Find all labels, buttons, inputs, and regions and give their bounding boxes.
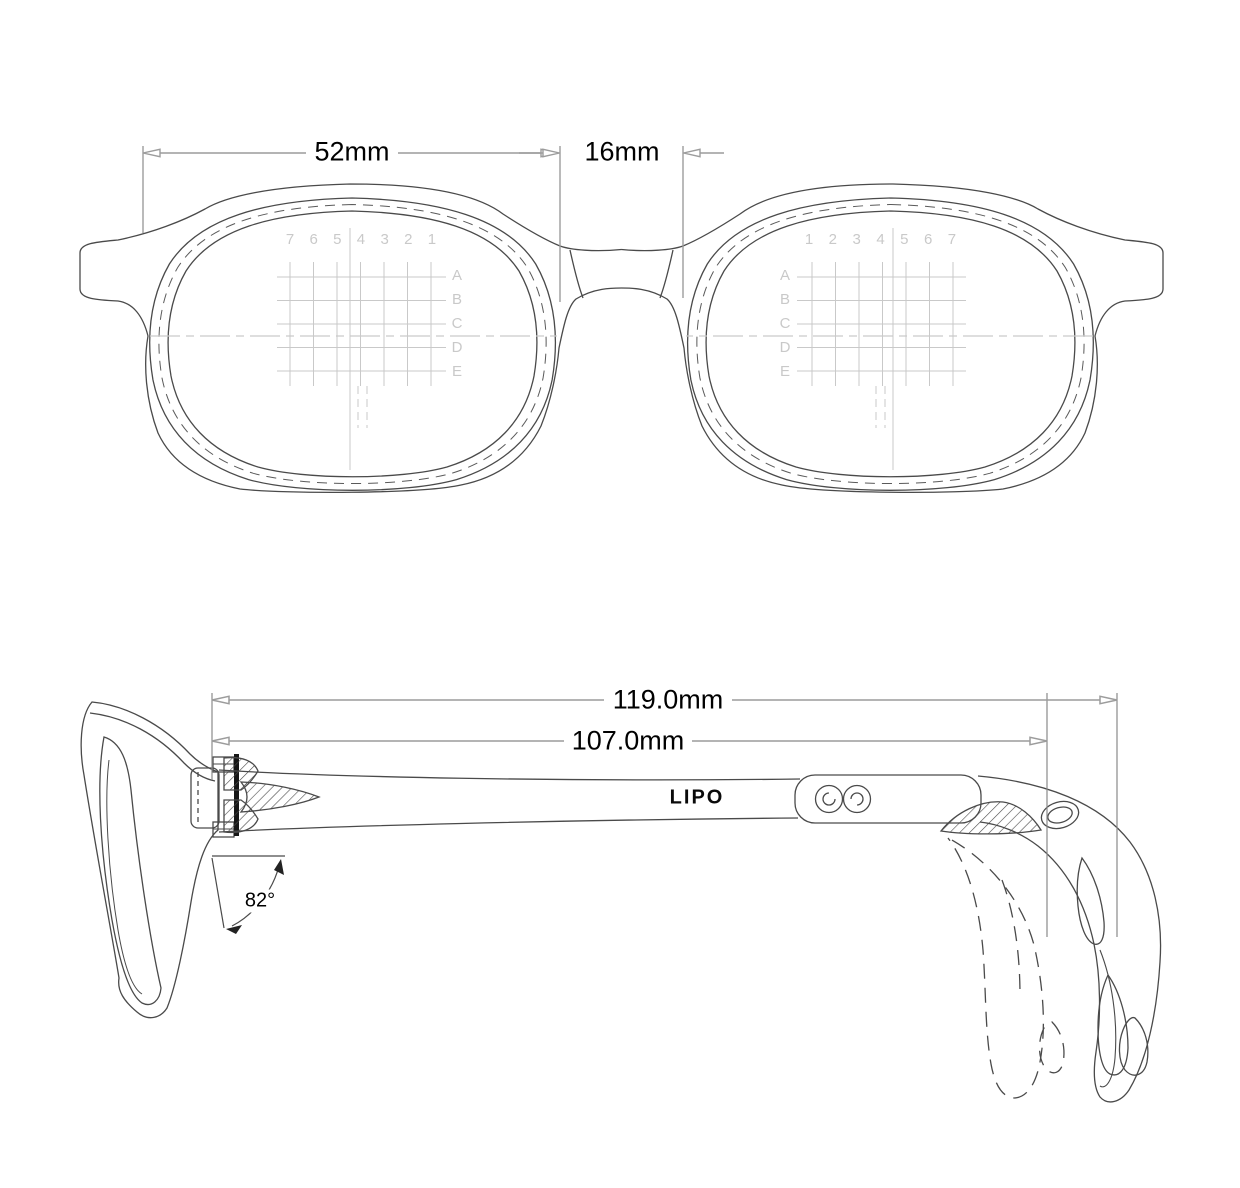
grid-column-label: 3 [852, 231, 861, 248]
grid-row-label: D [779, 339, 791, 356]
ear-hook-slot-upper [1076, 856, 1105, 945]
grid-column-label: 7 [947, 231, 957, 248]
grid-column-label: 5 [333, 231, 342, 248]
grid-row-label: B [451, 291, 462, 308]
side-frame-outer-outline [80, 701, 219, 1019]
ear-hook [947, 775, 1162, 1103]
arrowhead [683, 148, 701, 158]
grid-column-label: 5 [900, 231, 909, 248]
front-dimensions [142, 146, 724, 302]
hinge-pin-bar [234, 754, 239, 836]
temple-bottom-edge [218, 817, 799, 833]
arrowhead [1029, 736, 1048, 746]
ear-hook-teardrop-hole [1118, 1016, 1149, 1076]
ear-hook-slot-lower [1097, 973, 1129, 1076]
grid-row-label: C [779, 315, 791, 332]
brand-logo-text: LIPO [669, 786, 725, 809]
arrowhead [1099, 695, 1118, 705]
bridge-side-wall-line [569, 249, 584, 299]
arrowhead [142, 148, 161, 158]
lens-rim-inner-contour [150, 198, 556, 490]
side-view [80, 701, 1162, 1103]
temple-plate [794, 774, 982, 824]
grid-row-label: C [451, 315, 463, 332]
arrowhead [211, 695, 230, 705]
grid-column-label: 4 [876, 231, 885, 248]
temple-oval-hole [1040, 800, 1080, 830]
grid-row-label: B [779, 291, 790, 308]
front-view [79, 183, 1164, 494]
lens-aperture-line [167, 210, 538, 478]
grid-column-label: 2 [828, 231, 837, 248]
grid-row-label: A [779, 267, 790, 284]
lens-grid-lines [277, 228, 446, 470]
temple-top-edge [218, 769, 801, 781]
temple-hatched-wedge [939, 801, 1043, 835]
dimension-label-pantoscopic-angle: 82° [242, 889, 278, 913]
ear-hook-hidden-lobe [947, 837, 1065, 1099]
lens-groove-dashed-line [159, 205, 546, 484]
grid-column-label: 1 [427, 231, 437, 248]
dimension-label-temple-total: 119.0mm [608, 684, 728, 716]
ear-hook-outline [977, 775, 1162, 1103]
infinity-cutout [814, 784, 872, 814]
frame-outer-silhouette [79, 183, 622, 493]
side-lens-edge-inner [106, 759, 143, 995]
grid-row-label: A [451, 267, 462, 284]
arrowhead [542, 148, 560, 158]
angle-arrowhead-top [274, 859, 284, 875]
side-lens-edge [99, 736, 162, 1006]
side-frame-profile [80, 701, 219, 1019]
dimension-label-temple-straight: 107.0mm [567, 725, 689, 757]
ear-hook-inner-line [1099, 949, 1117, 1088]
grid-column-label: 6 [309, 231, 318, 248]
grid-column-label: 7 [285, 231, 295, 248]
grid-row-label: E [779, 363, 790, 380]
dimension-label-bridge: 16mm [580, 136, 664, 168]
grid-row-label: E [451, 363, 462, 380]
side-frame-cap-line [89, 712, 216, 782]
arrowhead [211, 736, 230, 746]
dimension-label-lens-width: 52mm [310, 136, 394, 168]
temple-arm [218, 769, 1080, 835]
grid-column-label: 3 [380, 231, 389, 248]
grid-column-label: 4 [356, 231, 366, 248]
hinge-bracket [190, 767, 220, 829]
side-dimensions [211, 693, 1118, 937]
grid-column-label: 1 [804, 231, 814, 248]
grid-column-label: 2 [404, 231, 413, 248]
hinge-hatched-wing [239, 781, 321, 813]
front-left-half [79, 183, 622, 493]
hinge-assembly [190, 754, 321, 838]
grid-column-label: 6 [923, 231, 933, 248]
angle-arrowhead-bottom [226, 925, 242, 934]
grid-row-label: D [451, 339, 463, 356]
